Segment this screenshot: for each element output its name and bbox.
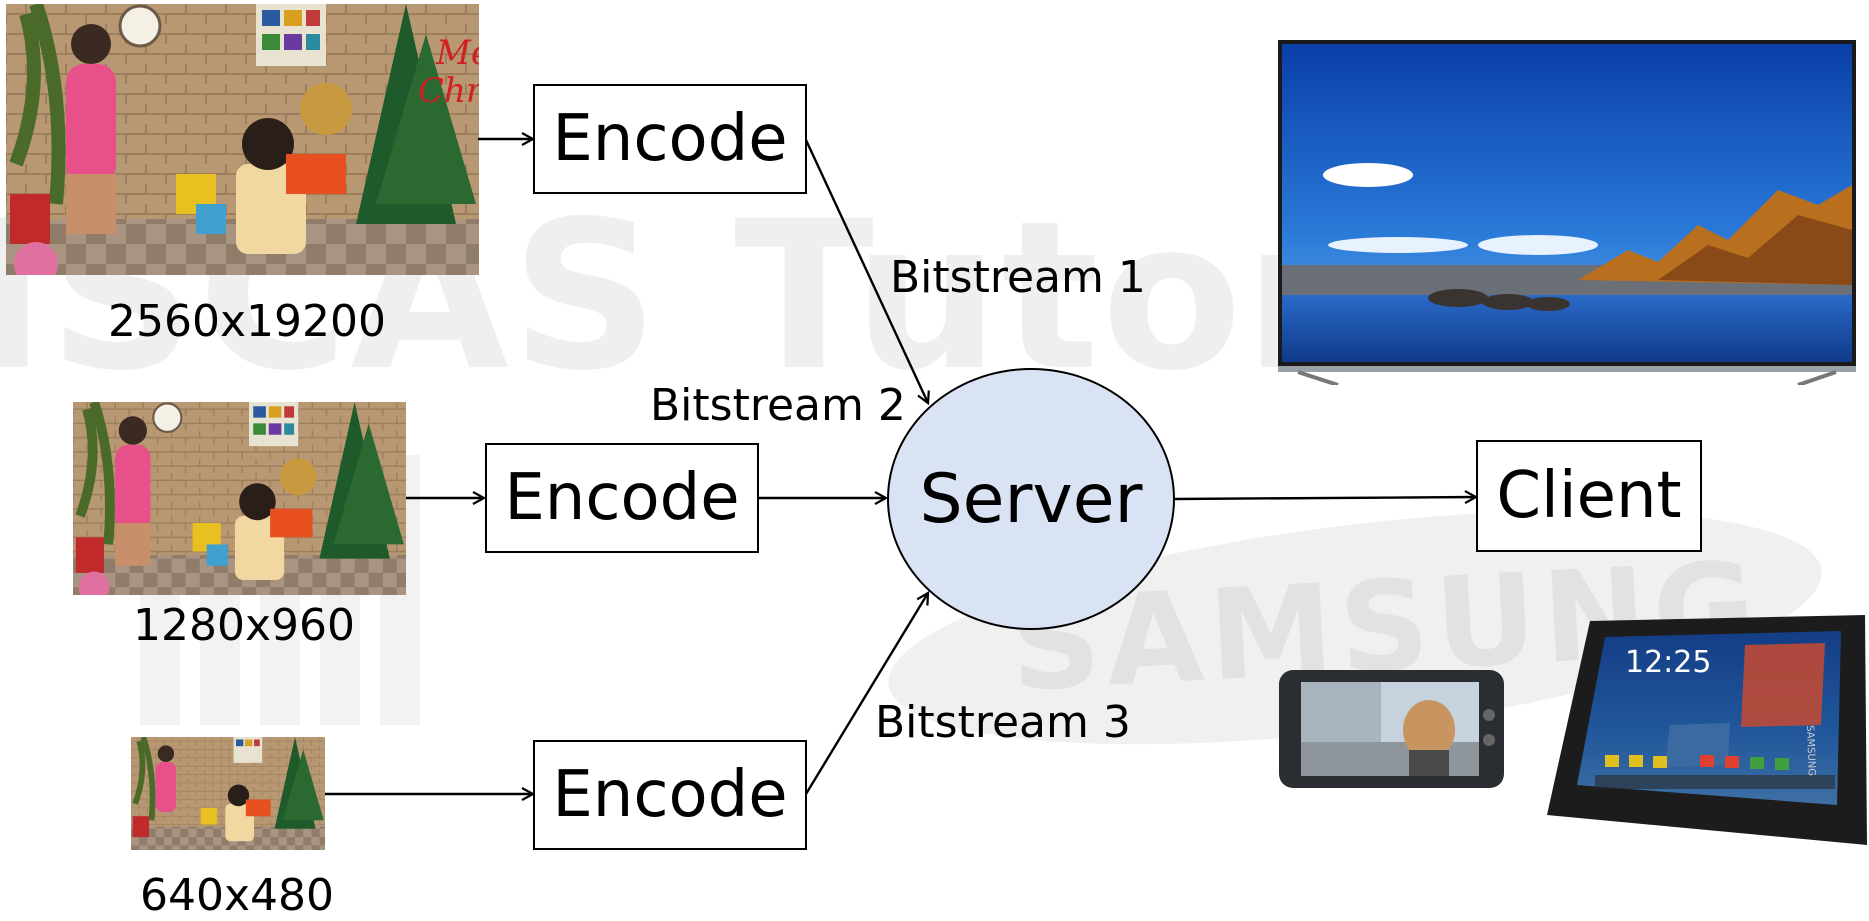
tablet-clock-text: 12:25: [1625, 645, 1712, 680]
arrow-server-to-client: [1174, 497, 1476, 499]
arrow-encode1-to-server: [804, 139, 928, 403]
bitstream-label-2: Bitstream 2: [650, 380, 906, 431]
server-node: Server: [887, 368, 1175, 630]
encode-box-1: Encode: [533, 84, 807, 194]
bitstream-label-3: Bitstream 3: [875, 697, 1131, 748]
source-image-large: Mer Chri: [6, 4, 479, 275]
resolution-label-large: 2560x19200: [108, 296, 386, 347]
source-image-small: [131, 737, 325, 850]
encode-box-2: Encode: [485, 443, 759, 553]
svg-text:Chri: Chri: [418, 71, 479, 111]
resolution-label-small: 640x480: [140, 870, 335, 921]
tablet-image: 12:25 SAMSUNG: [1545, 615, 1869, 845]
tablet-brand-text: SAMSUNG: [1804, 725, 1817, 777]
bitstream-label-1: Bitstream 1: [890, 252, 1146, 303]
arrow-encode3-to-server: [804, 593, 928, 795]
tv-image: [1278, 40, 1856, 387]
source-image-medium: [73, 402, 406, 595]
svg-text:Mer: Mer: [435, 33, 479, 73]
encode-box-3: Encode: [533, 740, 807, 850]
phone-image: [1279, 670, 1504, 790]
client-box: Client: [1476, 440, 1702, 552]
resolution-label-medium: 1280x960: [133, 600, 355, 651]
